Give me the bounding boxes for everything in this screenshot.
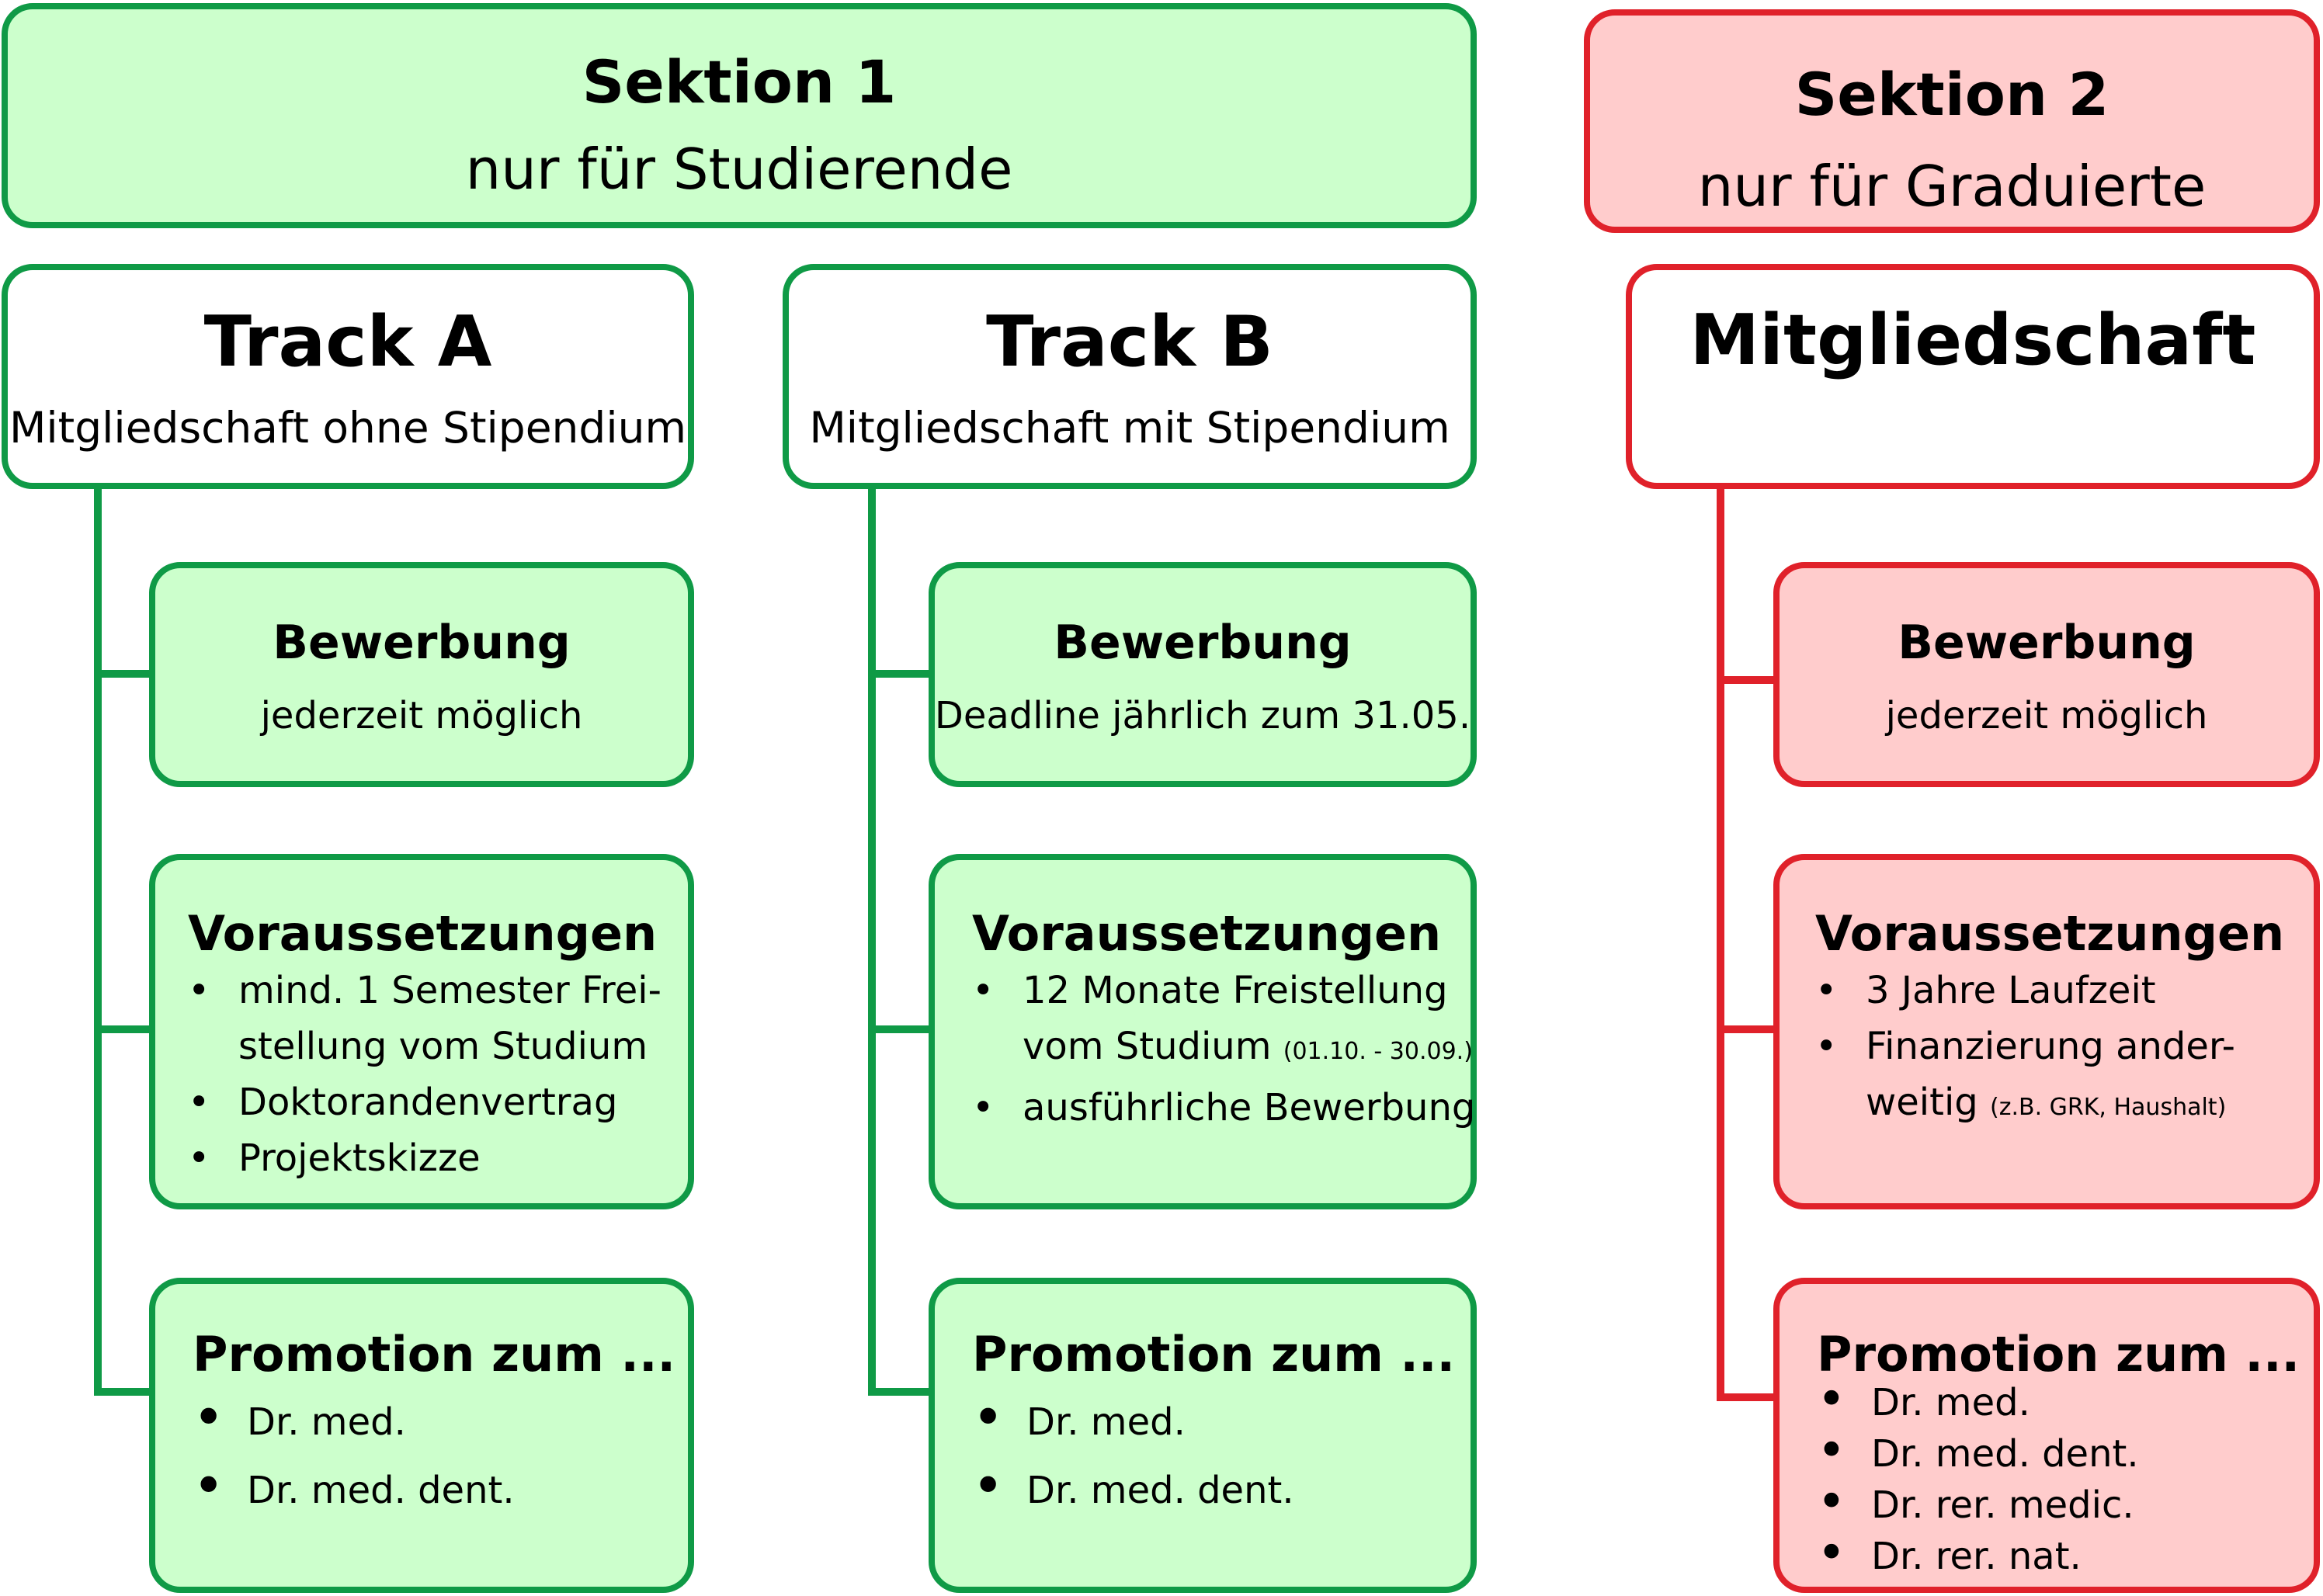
membership-bewerbung-card: Bewerbung jederzeit möglich bbox=[1773, 562, 2320, 787]
list-item: Finanzierung ander- weitig (z.B. GRK, Ha… bbox=[1815, 1018, 2314, 1136]
list-item: Dr. med. dent. bbox=[972, 1452, 1471, 1525]
membership-promotion-list: Dr. med. Dr. med. dent. Dr. rer. medic. … bbox=[1817, 1374, 2314, 1582]
membership-bewerbung-text: jederzeit möglich bbox=[1885, 694, 2208, 737]
track-a-voraussetzungen-card: Voraussetzungen mind. 1 Semester Frei- s… bbox=[149, 854, 694, 1209]
membership-promotion-card: Promotion zum ... Dr. med. Dr. med. dent… bbox=[1773, 1278, 2320, 1593]
track-a-voraussetzungen-list: mind. 1 Semester Frei- stellung vom Stud… bbox=[188, 963, 688, 1186]
track-a-promotion-title: Promotion zum ... bbox=[193, 1326, 676, 1383]
track-b-voraussetzungen-card: Voraussetzungen 12 Monate Freistellung v… bbox=[929, 854, 1477, 1209]
track-a-bewerbung-title: Bewerbung bbox=[273, 616, 571, 670]
track-b-bewerbung-card: Bewerbung Deadline jährlich zum 31.05. bbox=[929, 562, 1477, 787]
section2-subtitle: nur für Graduierte bbox=[1697, 154, 2207, 219]
section1-title: Sektion 1 bbox=[582, 47, 897, 116]
list-item: 3 Jahre Laufzeit bbox=[1815, 963, 2314, 1018]
track-b-header: Track B Mitgliedschaft mit Stipendium bbox=[783, 264, 1477, 489]
track-b-promotion-title: Promotion zum ... bbox=[972, 1326, 1456, 1383]
list-item: 12 Monate Freistellung vom Studium (01.1… bbox=[972, 963, 1473, 1080]
track-a-subtitle: Mitgliedschaft ohne Stipendium bbox=[9, 403, 687, 453]
track-b-title: Track B bbox=[986, 301, 1273, 383]
membership-bewerbung-title: Bewerbung bbox=[1898, 616, 2196, 670]
track-b-voraussetzungen-title: Voraussetzungen bbox=[972, 905, 1442, 962]
membership-voraussetzungen-card: Voraussetzungen 3 Jahre Laufzeit Finanzi… bbox=[1773, 854, 2320, 1209]
list-item: Dr. rer. nat. bbox=[1817, 1528, 2314, 1582]
section1-header: Sektion 1 nur für Studierende bbox=[2, 3, 1477, 228]
section1-subtitle: nur für Studierende bbox=[465, 137, 1013, 202]
list-item: Dr. med. dent. bbox=[193, 1452, 688, 1525]
track-b-subtitle: Mitgliedschaft mit Stipendium bbox=[809, 403, 1450, 453]
track-b-promotion-card: Promotion zum ... Dr. med. Dr. med. dent… bbox=[929, 1278, 1477, 1593]
list-item: Doktorandenvertrag bbox=[188, 1074, 688, 1130]
track-a-bewerbung-text: jederzeit möglich bbox=[260, 694, 583, 737]
list-item: Dr. med. bbox=[1817, 1374, 2314, 1428]
track-a-promotion-card: Promotion zum ... Dr. med. Dr. med. dent… bbox=[149, 1278, 694, 1593]
list-item: Projektskizze bbox=[188, 1130, 688, 1186]
list-item: ausführliche Bewerbung bbox=[972, 1080, 1475, 1136]
list-item: Dr. rer. medic. bbox=[1817, 1476, 2314, 1531]
membership-voraussetzungen-title: Voraussetzungen bbox=[1815, 905, 2285, 962]
track-a-title: Track A bbox=[203, 301, 492, 383]
list-item: Dr. med. dent. bbox=[1817, 1425, 2314, 1480]
track-a-header: Track A Mitgliedschaft ohne Stipendium bbox=[2, 264, 694, 489]
track-a-promotion-list: Dr. med. Dr. med. dent. bbox=[193, 1383, 688, 1525]
track-b-voraussetzungen-list: 12 Monate Freistellung vom Studium (01.1… bbox=[972, 963, 1475, 1136]
track-b-bewerbung-text: Deadline jährlich zum 31.05. bbox=[934, 694, 1471, 737]
membership-voraussetzungen-list: 3 Jahre Laufzeit Finanzierung ander- wei… bbox=[1815, 963, 2314, 1136]
track-b-promotion-list: Dr. med. Dr. med. dent. bbox=[972, 1383, 1471, 1525]
track-b-bewerbung-title: Bewerbung bbox=[1054, 616, 1352, 670]
membership-promotion-title: Promotion zum ... bbox=[1817, 1326, 2300, 1383]
membership-header: Mitgliedschaft bbox=[1626, 264, 2320, 489]
section2-title: Sektion 2 bbox=[1794, 60, 2109, 129]
track-a-bewerbung-card: Bewerbung jederzeit möglich bbox=[149, 562, 694, 787]
section2-header: Sektion 2 nur für Graduierte bbox=[1584, 9, 2320, 233]
track-a-voraussetzungen-title: Voraussetzungen bbox=[188, 905, 658, 962]
list-item: Dr. med. bbox=[972, 1383, 1471, 1456]
list-item: Dr. med. bbox=[193, 1383, 688, 1456]
membership-title: Mitgliedschaft bbox=[1689, 300, 2256, 381]
list-item: mind. 1 Semester Frei- stellung vom Stud… bbox=[188, 963, 688, 1074]
